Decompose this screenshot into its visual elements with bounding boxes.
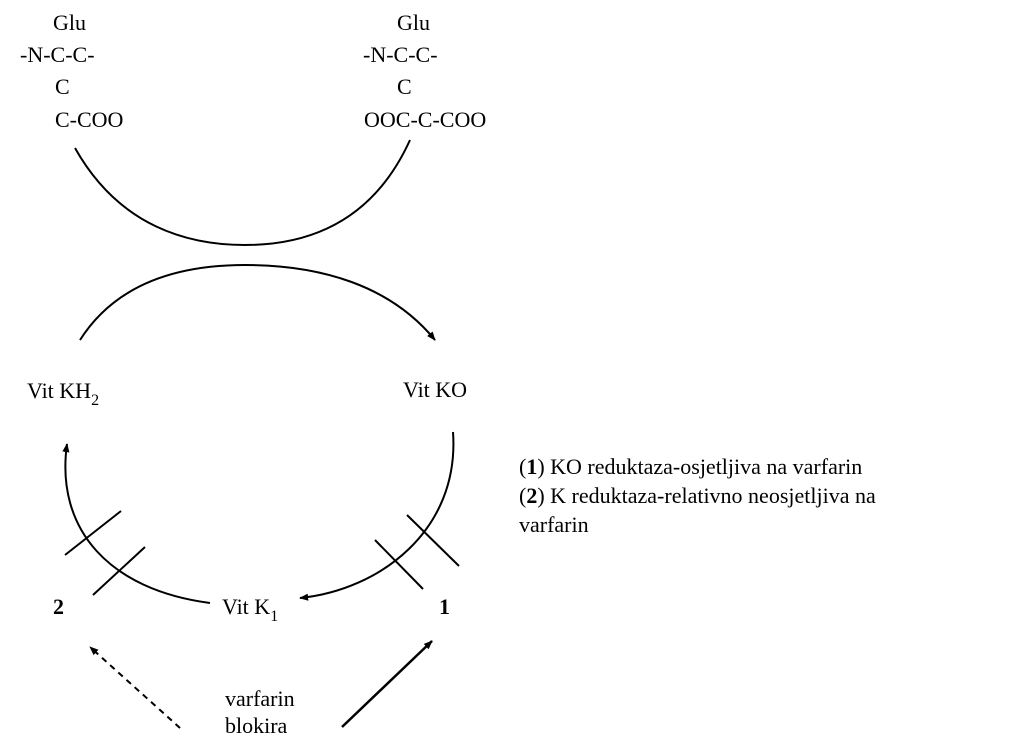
- legend: (1) KO reduktaza-osjetljiva na varfarin …: [519, 454, 876, 537]
- block-mark-right: [374, 514, 460, 590]
- enzyme-1-label: 1: [439, 594, 450, 619]
- carboxylation-arc: [74, 139, 411, 247]
- substrate-left-line4: C-COO: [55, 107, 123, 132]
- warfarin-dashed-arrow: [89, 646, 181, 729]
- substrate-right: Glu -N-C-C- C OOC-C-COO: [363, 10, 486, 132]
- substrate-right-line4: OOC-C-COO: [364, 107, 486, 132]
- inhibitor-line1: varfarin: [225, 686, 295, 711]
- ko-reduction-arrow: [299, 431, 455, 601]
- block-mark-left: [64, 510, 146, 596]
- substrate-left: Glu -N-C-C- C C-COO: [20, 10, 123, 132]
- k-reduction-arrow: [62, 443, 211, 604]
- substrate-right-line1: Glu: [397, 10, 430, 35]
- vit-ko-label: Vit KO: [403, 377, 467, 402]
- vit-k1-label: Vit K1: [222, 594, 278, 625]
- substrate-left-line1: Glu: [53, 10, 86, 35]
- inhibitor-line2: blokira: [225, 713, 288, 738]
- substrate-right-line3: C: [397, 74, 412, 99]
- substrate-left-line2: -N-C-C-: [20, 42, 95, 67]
- legend-item-2-continuation: varfarin: [519, 512, 589, 537]
- oxidation-arrow: [79, 263, 436, 341]
- vit-kh2-label: Vit KH2: [27, 378, 99, 409]
- substrate-left-line3: C: [55, 74, 70, 99]
- legend-item-2: (2) K reduktaza-relativno neosjetljiva n…: [519, 483, 876, 508]
- legend-item-1: (1) KO reduktaza-osjetljiva na varfarin: [519, 454, 862, 479]
- substrate-right-line2: -N-C-C-: [363, 42, 438, 67]
- warfarin-solid-arrow: [341, 640, 433, 728]
- enzyme-2-label: 2: [53, 594, 64, 619]
